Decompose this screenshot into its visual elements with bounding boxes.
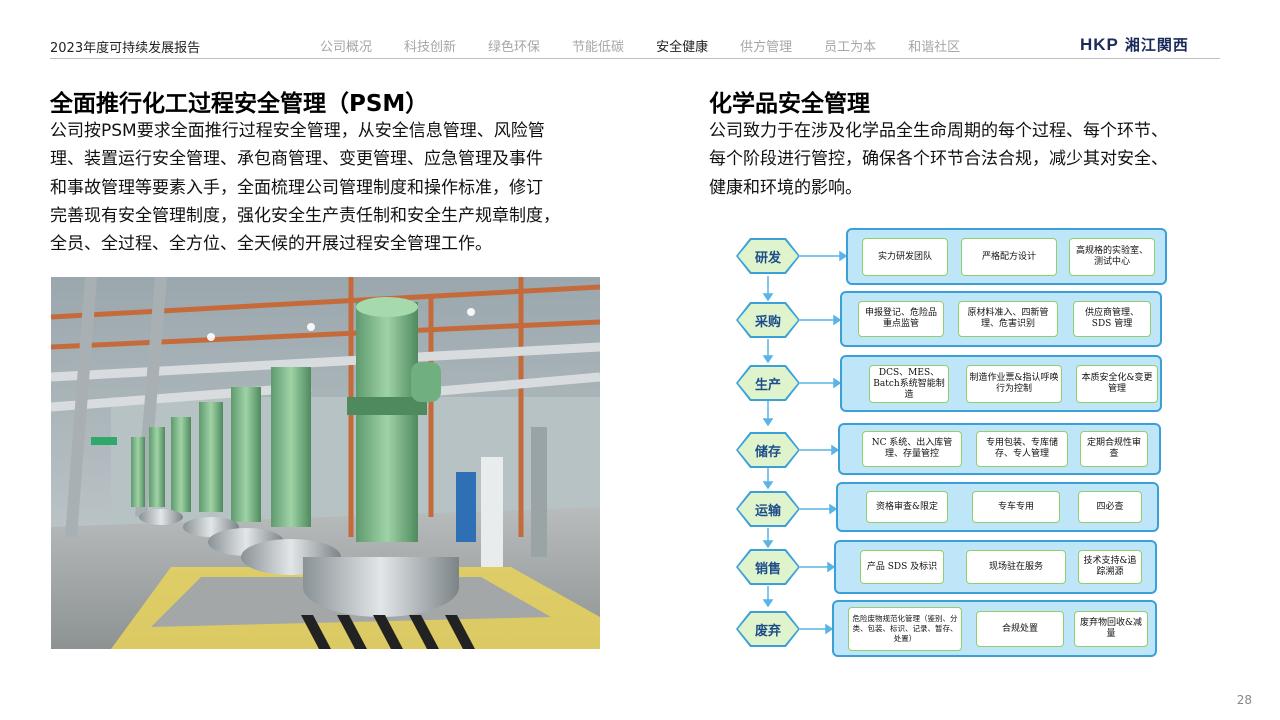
stage-procurement-panel: 申报登记、危险品重点监管 原材料准入、四新管理、危害识别 供应商管理、SDS 管… <box>840 291 1162 347</box>
stage-storage: 储存 <box>736 432 800 468</box>
stage-label: 采购 <box>738 304 798 336</box>
stage-label: 废弃 <box>738 613 798 645</box>
logo-text: 湘江関西 <box>1124 36 1189 54</box>
stage-item: 定期合规性审查 <box>1080 431 1148 467</box>
psm-line: 公司按PSM要求全面推行过程安全管理，从安全信息管理、风险管 <box>50 121 545 141</box>
chemical-safety-line: 健康和环境的影响。 <box>709 177 862 198</box>
nav-item-safety-health[interactable]: 安全健康 <box>656 40 709 55</box>
nav-item-community[interactable]: 和谐社区 <box>908 40 961 55</box>
psm-line: 理、装置运行安全管理、承包商管理、变更管理、应急管理及事件 <box>50 149 543 170</box>
stage-label: 销售 <box>738 551 798 583</box>
stage-item: 本质安全化&变更管理 <box>1076 365 1158 403</box>
stage-item: 四必查 <box>1078 491 1142 523</box>
section-nav: 公司概况 科技创新 绿色环保 节能低碳 安全健康 供方管理 员工为本 和谐社区 <box>320 36 992 55</box>
psm-line: 和事故管理等要素入手，全面梳理公司管理制度和操作标准，修订 <box>50 177 543 198</box>
stage-label: 生产 <box>738 367 798 399</box>
psm-line: 完善现有安全管理制度，强化安全生产责任制和安全生产规章制度， <box>50 205 560 226</box>
stage-disposal: 废弃 <box>736 611 800 647</box>
nav-item-company-overview[interactable]: 公司概况 <box>320 40 373 55</box>
chemical-plant-photo <box>51 277 600 649</box>
stage-item: NC 系统、出入库管理、存量管控 <box>862 431 962 467</box>
nav-item-energy-saving[interactable]: 节能低碳 <box>572 40 625 55</box>
nav-item-green-environment[interactable]: 绿色环保 <box>488 40 541 55</box>
stage-transport-panel: 资格审查&限定 专车专用 四必查 <box>836 482 1159 532</box>
stage-item: 专车专用 <box>972 491 1060 523</box>
stage-label: 运输 <box>738 493 798 525</box>
flow-connectors <box>762 250 848 635</box>
stage-item: 供应商管理、SDS 管理 <box>1073 301 1151 337</box>
psm-line: 全员、全过程、全方位、全天候的开展过程安全管理工作。 <box>50 234 492 255</box>
stage-sales-panel: 产品 SDS 及标识 现场驻在服务 技术支持&追踪溯源 <box>834 540 1157 594</box>
stage-item: 产品 SDS 及标识 <box>860 550 944 584</box>
report-title: 2023年度可持续发展报告 <box>50 41 201 56</box>
stage-label: 研发 <box>738 240 798 272</box>
stage-item: 严格配方设计 <box>961 238 1057 276</box>
stage-rd-panel: 实力研发团队 严格配方设计 高规格的实验室、测试中心 <box>846 228 1167 285</box>
stage-label: 储存 <box>738 434 798 466</box>
stage-procurement: 采购 <box>736 302 800 338</box>
stage-item: DCS、MES、Batch系统智能制造 <box>869 365 949 403</box>
stage-production-panel: DCS、MES、Batch系统智能制造 制造作业票&指认呼唤行为控制 本质安全化… <box>840 355 1162 412</box>
stage-item: 实力研发团队 <box>862 238 948 276</box>
stage-rd: 研发 <box>736 238 800 274</box>
stage-item: 原材料准入、四新管理、危害识别 <box>958 301 1058 337</box>
chemical-lifecycle-diagram: 研发 实力研发团队 严格配方设计 高规格的实验室、测试中心 采购 申报登记、危险… <box>735 222 1175 662</box>
chemical-safety-paragraph: 公司致力于在涉及化学品全生命周期的每个过程、每个环节、 每个阶段进行管控，确保各… <box>709 117 1229 202</box>
stage-storage-panel: NC 系统、出入库管理、存量管控 专用包装、专库储存、专人管理 定期合规性审查 <box>838 423 1161 475</box>
stage-item: 合规处置 <box>976 611 1064 647</box>
stage-item: 申报登记、危险品重点监管 <box>858 301 944 337</box>
logo-mark: HKP <box>1080 34 1119 54</box>
stage-item: 制造作业票&指认呼唤行为控制 <box>966 365 1062 403</box>
stage-item: 废弃物回收&减量 <box>1074 611 1148 647</box>
stage-sales: 销售 <box>736 549 800 585</box>
stage-item: 危险废物规范化管理（鉴别、分类、包装、标识、记录、暂存、处置） <box>848 607 962 651</box>
stage-production: 生产 <box>736 365 800 401</box>
header-divider <box>50 58 1220 59</box>
stage-item: 专用包装、专库储存、专人管理 <box>976 431 1068 467</box>
psm-paragraph: 公司按PSM要求全面推行过程安全管理，从安全信息管理、风险管 理、装置运行安全管… <box>50 117 615 258</box>
chemical-safety-line: 公司致力于在涉及化学品全生命周期的每个过程、每个环节、 <box>709 121 1168 141</box>
stage-item: 现场驻在服务 <box>966 550 1066 584</box>
stage-item: 高规格的实验室、测试中心 <box>1069 238 1155 276</box>
chemical-safety-heading: 化学品安全管理 <box>709 91 870 117</box>
page-number: 28 <box>1236 693 1252 707</box>
chemical-safety-line: 每个阶段进行管控，确保各个环节合法合规，减少其对安全、 <box>709 149 1168 170</box>
company-logo: HKP 湘江関西 <box>1080 34 1189 55</box>
stage-transport: 运输 <box>736 491 800 527</box>
psm-heading: 全面推行化工过程安全管理（PSM） <box>50 91 429 117</box>
stage-item: 技术支持&追踪溯源 <box>1078 550 1142 584</box>
nav-item-employees[interactable]: 员工为本 <box>824 40 877 55</box>
nav-item-tech-innovation[interactable]: 科技创新 <box>404 40 457 55</box>
stage-disposal-panel: 危险废物规范化管理（鉴别、分类、包装、标识、记录、暂存、处置） 合规处置 废弃物… <box>832 600 1157 657</box>
nav-item-supplier-management[interactable]: 供方管理 <box>740 40 793 55</box>
stage-item: 资格审查&限定 <box>866 491 948 523</box>
